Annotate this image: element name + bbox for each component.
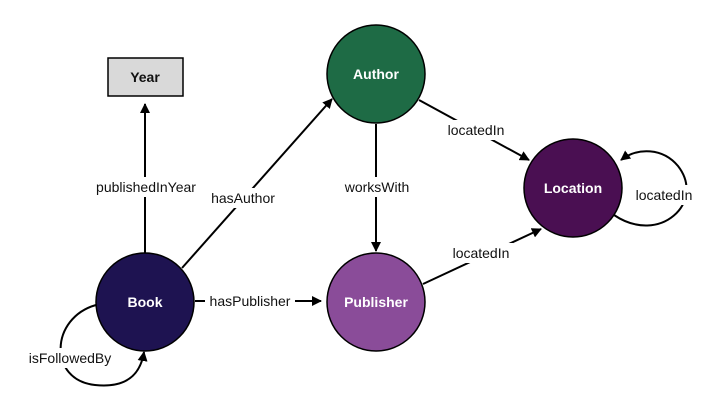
label-bg: [444, 120, 508, 140]
label-bg: [632, 185, 698, 205]
node-publisher-label: Publisher: [344, 294, 408, 310]
node-year[interactable]: Year: [107, 57, 184, 97]
edge-label-has-publisher: hasPublisher: [210, 293, 291, 309]
node-location[interactable]: Location: [523, 138, 623, 238]
edge-has-author: [181, 98, 333, 269]
edge-label-is-followed-by: isFollowedBy: [29, 350, 111, 366]
label-bg: [205, 291, 295, 311]
node-book-label: Book: [128, 294, 163, 310]
author-circle: [326, 24, 426, 124]
node-author-label: Author: [353, 66, 399, 82]
node-location-label: Location: [544, 180, 602, 196]
label-bg: [90, 177, 202, 197]
label-bg: [449, 243, 513, 263]
edge-label-published-in-year: publishedInYear: [96, 179, 196, 195]
label-bg: [22, 348, 118, 368]
location-circle: [523, 138, 623, 238]
book-circle: [95, 252, 195, 352]
edge-label-has-author: hasAuthor: [211, 190, 275, 206]
year-box: [107, 57, 184, 97]
edge-label-location-self-loop: locatedIn: [636, 187, 693, 203]
label-bg: [340, 177, 414, 197]
edge-label-author-located-in: locatedIn: [448, 122, 505, 138]
publisher-circle: [326, 252, 426, 352]
edge-label-publisher-located-in: locatedIn: [453, 245, 510, 261]
node-year-label: Year: [130, 69, 160, 85]
edge-label-works-with: worksWith: [344, 179, 410, 195]
node-book[interactable]: Book: [95, 252, 195, 352]
label-bg: [208, 188, 278, 208]
node-publisher[interactable]: Publisher: [326, 252, 426, 352]
edge-book-self-loop: [59, 304, 148, 387]
edge-location-self-loop: [613, 150, 688, 227]
node-author[interactable]: Author: [326, 24, 426, 124]
